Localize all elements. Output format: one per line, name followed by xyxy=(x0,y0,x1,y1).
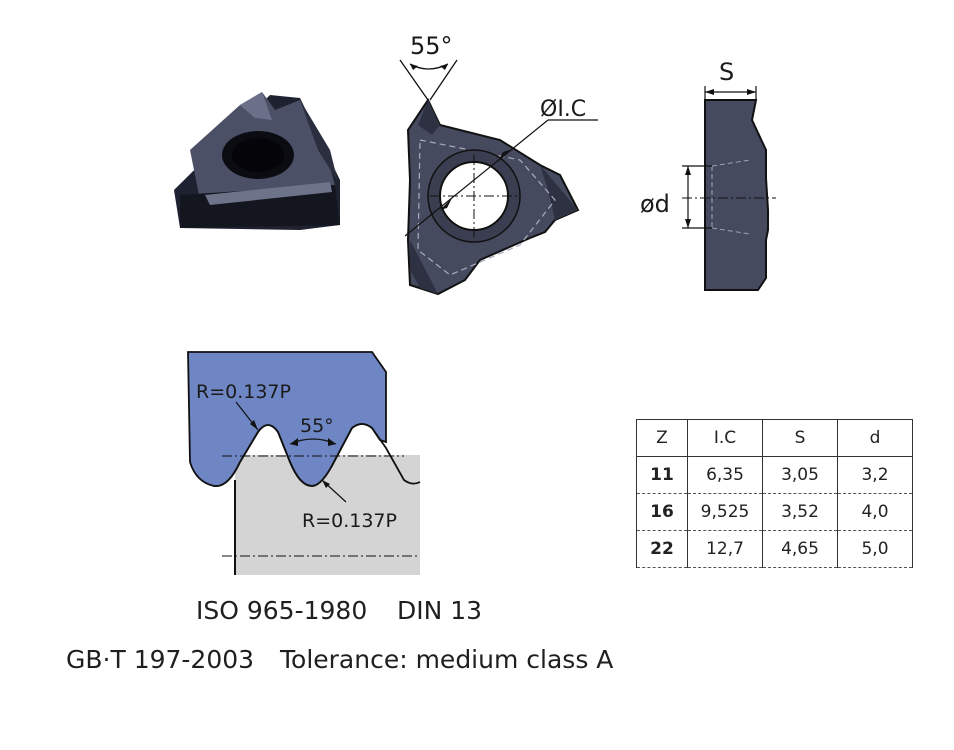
standard-iso: ISO 965-1980 xyxy=(196,596,368,625)
cell-z: 16 xyxy=(636,493,688,531)
thread-profile xyxy=(187,351,421,575)
insert-front-view xyxy=(399,59,598,296)
cell-s: 3,05 xyxy=(762,456,838,494)
ic-label: ØI.C xyxy=(540,97,586,122)
angle-profile-label: 55° xyxy=(300,415,334,437)
col-header-s: S xyxy=(762,419,838,457)
tolerance-text: Tolerance: medium class A xyxy=(280,645,614,674)
s-label: S xyxy=(719,58,734,86)
cell-ic: 6,35 xyxy=(687,456,763,494)
spec-table: Z I.C S d 11 6,35 3,05 3,2 16 9,525 3,52… xyxy=(636,419,913,568)
cell-d: 3,2 xyxy=(837,456,913,494)
d-label: ød xyxy=(640,190,670,218)
angle-top-label: 55° xyxy=(410,32,453,60)
table-row: 11 6,35 3,05 3,2 xyxy=(636,456,913,494)
cell-z: 11 xyxy=(636,456,688,494)
cell-d: 4,0 xyxy=(837,493,913,531)
insert-side-view xyxy=(682,86,776,291)
cell-d: 5,0 xyxy=(837,530,913,568)
table-row: 16 9,525 3,52 4,0 xyxy=(636,493,913,531)
cell-ic: 12,7 xyxy=(687,530,763,568)
cell-s: 4,65 xyxy=(762,530,838,568)
standard-din: DIN 13 xyxy=(397,596,483,625)
table-header-row: Z I.C S d xyxy=(636,419,913,457)
cell-ic: 9,525 xyxy=(687,493,763,531)
radius-bottom-label: R=0.137P xyxy=(302,510,397,532)
radius-top-label: R=0.137P xyxy=(196,381,291,403)
standard-gbt: GB·T 197-2003 xyxy=(66,645,255,674)
cell-z: 22 xyxy=(636,530,688,568)
col-header-z: Z xyxy=(636,419,688,457)
col-header-d: d xyxy=(837,419,913,457)
col-header-ic: I.C xyxy=(687,419,763,457)
table-row: 22 12,7 4,65 5,0 xyxy=(636,530,913,568)
insert-photo xyxy=(174,92,340,230)
cell-s: 3,52 xyxy=(762,493,838,531)
